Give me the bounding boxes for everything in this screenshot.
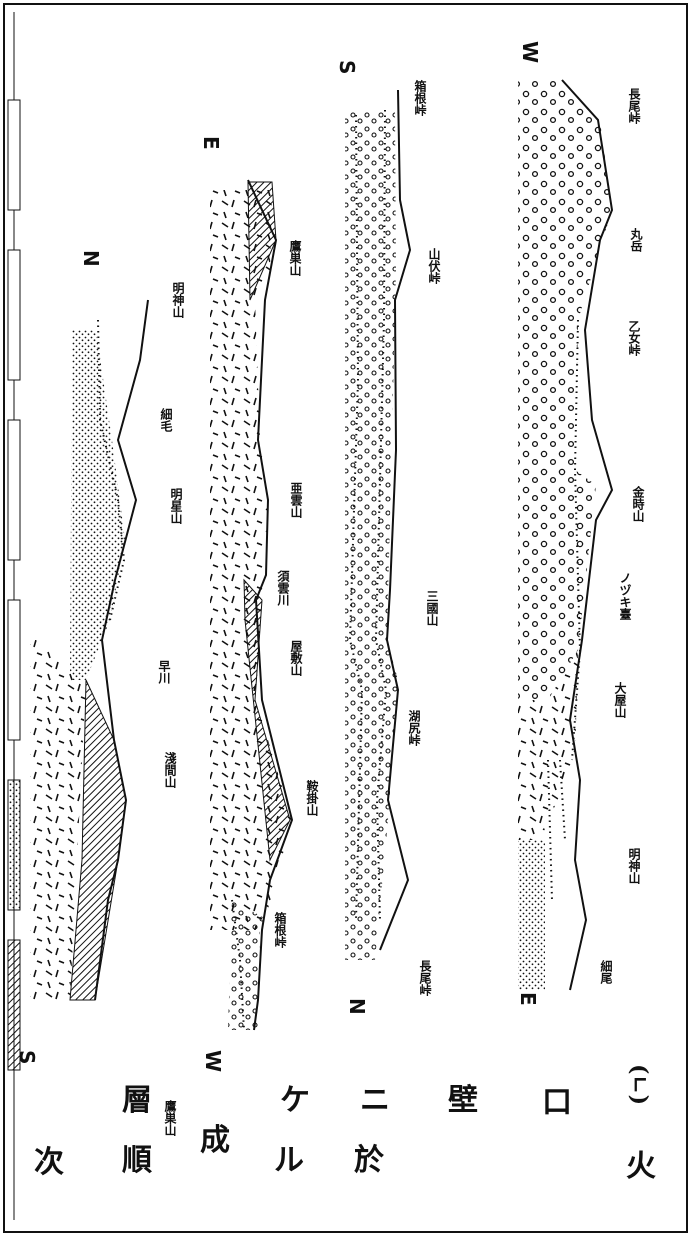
title-char: 於 xyxy=(354,1143,385,1178)
profile-2-direction-end: N xyxy=(345,998,369,1015)
peak-label: 山伏峠 xyxy=(427,247,441,285)
peak-label: 須雲川 xyxy=(276,570,290,606)
peak-label: 三國山 xyxy=(425,590,439,627)
profile-3-direction-end: W xyxy=(201,1050,225,1072)
peak-label: 丸岳 xyxy=(629,227,643,253)
title-char: 成 xyxy=(200,1123,230,1158)
title-char: 口 xyxy=(542,1085,572,1120)
profile-4-direction-start: N xyxy=(79,250,103,267)
peak-label: ノヅキ臺 xyxy=(618,572,632,620)
peak-label: 明星山 xyxy=(169,488,183,525)
legend-swatch-dashed xyxy=(8,600,20,740)
peak-label: 淺間山 xyxy=(163,751,177,789)
title-char: ニ xyxy=(360,1083,390,1118)
profile-1-direction-start: W xyxy=(518,41,542,63)
legend-swatch-dotted xyxy=(8,780,20,910)
profile-1 xyxy=(518,80,612,990)
profile-2-circles-layer xyxy=(345,110,398,960)
peak-label: 早川 xyxy=(157,660,171,684)
profile-4-stipple-layer xyxy=(70,330,125,680)
legend-swatch-fine-dots xyxy=(8,250,20,380)
profile-2-direction-start: S xyxy=(335,60,359,74)
title-char: ル xyxy=(274,1143,304,1178)
peak-label: 乙女峠 xyxy=(627,320,641,357)
legend-swatch-blank xyxy=(8,100,20,210)
peak-label: 大屋山 xyxy=(613,681,627,719)
peak-label: 細尾 xyxy=(599,959,613,985)
peak-label: 細毛 xyxy=(159,407,173,433)
profile-4 xyxy=(30,300,148,1000)
profile-4-peak-labels: 明神山 細毛 明星山 早川 淺間山 鷹巣山 xyxy=(157,282,185,1137)
peak-label: 屋敷山 xyxy=(289,640,303,677)
peak-label: 明神山 xyxy=(171,282,185,319)
peak-label: 亜雲山 xyxy=(289,482,303,519)
title-char: 次 xyxy=(34,1145,64,1180)
peak-label: 湖尻峠 xyxy=(407,709,421,747)
peak-label: 鷹巣山 xyxy=(163,1099,177,1137)
profile-3-direction-start: E xyxy=(199,136,223,150)
profile-1-stipple-layer xyxy=(518,840,545,990)
title-char: 層 xyxy=(122,1083,152,1118)
peak-label: 明神山 xyxy=(627,848,641,885)
peak-label: 鞍掛山 xyxy=(305,779,319,817)
title-char: 順 xyxy=(122,1143,152,1178)
peak-label: 長尾峠 xyxy=(627,87,641,125)
peak-label: 箱根峠 xyxy=(273,911,287,949)
figure-title: (ㄴ) 火 口 壁 ニ 於 ケ ル 成 層 順 次 xyxy=(34,1064,656,1184)
profile-2-peak-labels: 箱根峠 山伏峠 三國山 湖尻峠 長尾峠 xyxy=(407,79,441,997)
profile-1-direction-end: E xyxy=(516,992,540,1006)
title-char: (ㄴ) xyxy=(626,1064,652,1105)
title-char: 火 xyxy=(626,1149,656,1184)
profile-1-circles-layer xyxy=(518,80,612,700)
profile-3-circles-bottom xyxy=(228,900,268,1030)
legend-swatch-circles xyxy=(8,420,20,560)
legend-swatch-hatched xyxy=(8,940,20,1070)
peak-label: 鷹巣山 xyxy=(288,239,302,277)
peak-label: 箱根峠 xyxy=(413,79,427,117)
peak-label: 長尾峠 xyxy=(418,959,432,997)
legend xyxy=(8,12,20,1220)
title-char: 壁 xyxy=(448,1083,478,1118)
title-char: ケ xyxy=(280,1083,310,1118)
peak-label: 金時山 xyxy=(631,485,645,523)
profile-2 xyxy=(345,90,410,960)
